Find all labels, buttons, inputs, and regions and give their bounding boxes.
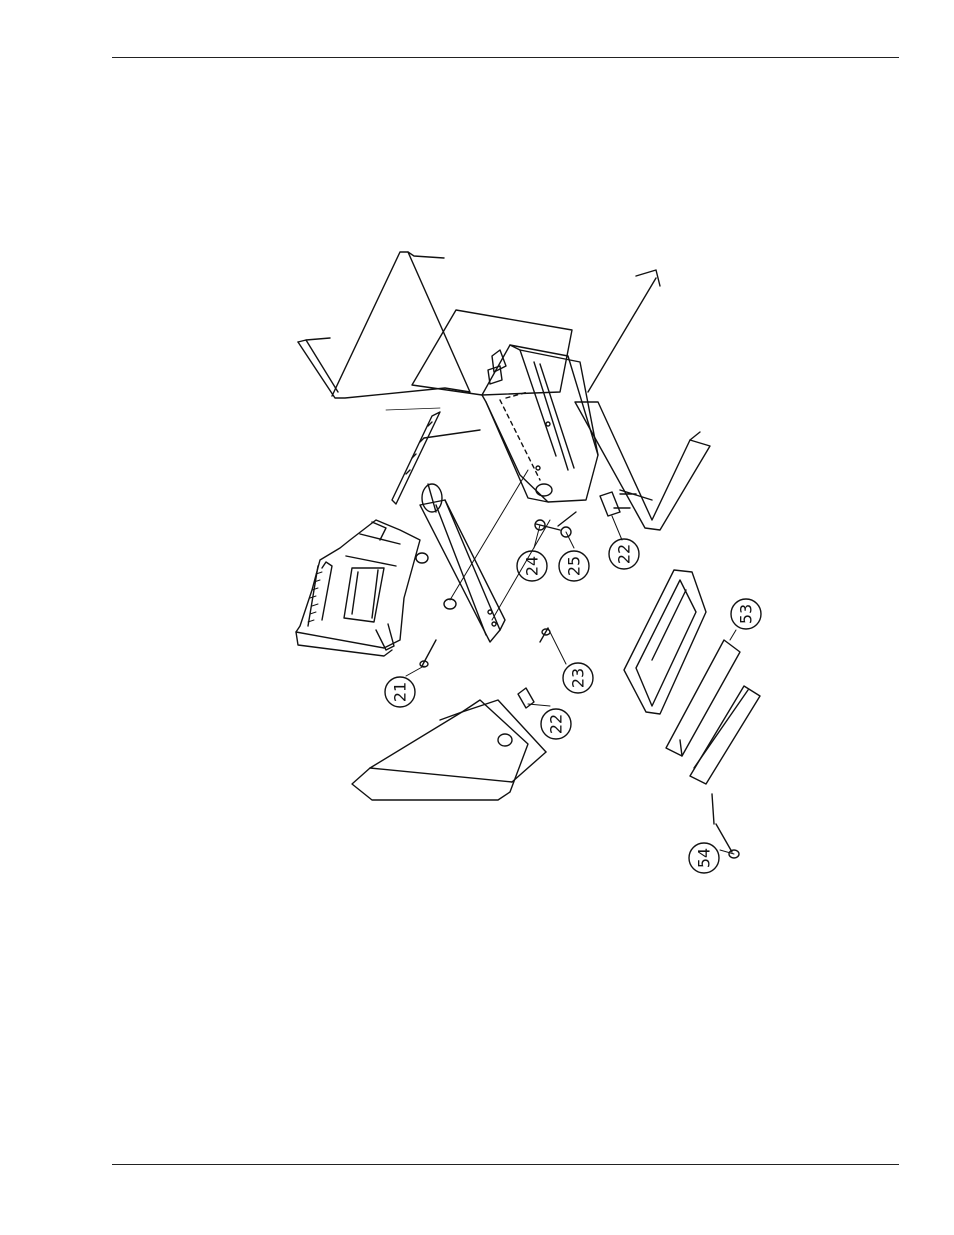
bottom-tray xyxy=(352,700,546,800)
svg-text:25: 25 xyxy=(565,556,584,576)
callout-21: 21 xyxy=(385,677,415,707)
callout-54: 54 xyxy=(689,843,719,873)
bracket-plate-53 xyxy=(624,570,760,784)
callout-24: 24 xyxy=(517,551,547,581)
top-cover-panel xyxy=(298,252,470,398)
svg-text:21: 21 xyxy=(391,682,410,702)
callout-25: 25 xyxy=(559,551,589,581)
callout-53: 53 xyxy=(731,599,761,629)
svg-text:54: 54 xyxy=(695,848,714,868)
callout-22-upper: 22 xyxy=(609,539,639,569)
main-chassis-box xyxy=(482,345,598,502)
svg-text:53: 53 xyxy=(737,604,756,624)
svg-text:22: 22 xyxy=(547,714,566,734)
svg-text:23: 23 xyxy=(569,668,588,688)
callout-23: 23 xyxy=(563,663,593,693)
svg-text:22: 22 xyxy=(615,544,634,564)
assembly-guide-line xyxy=(588,270,660,392)
print-mechanism-assembly xyxy=(296,408,505,656)
callout-22-lower: 22 xyxy=(541,709,571,739)
svg-text:24: 24 xyxy=(523,556,542,576)
